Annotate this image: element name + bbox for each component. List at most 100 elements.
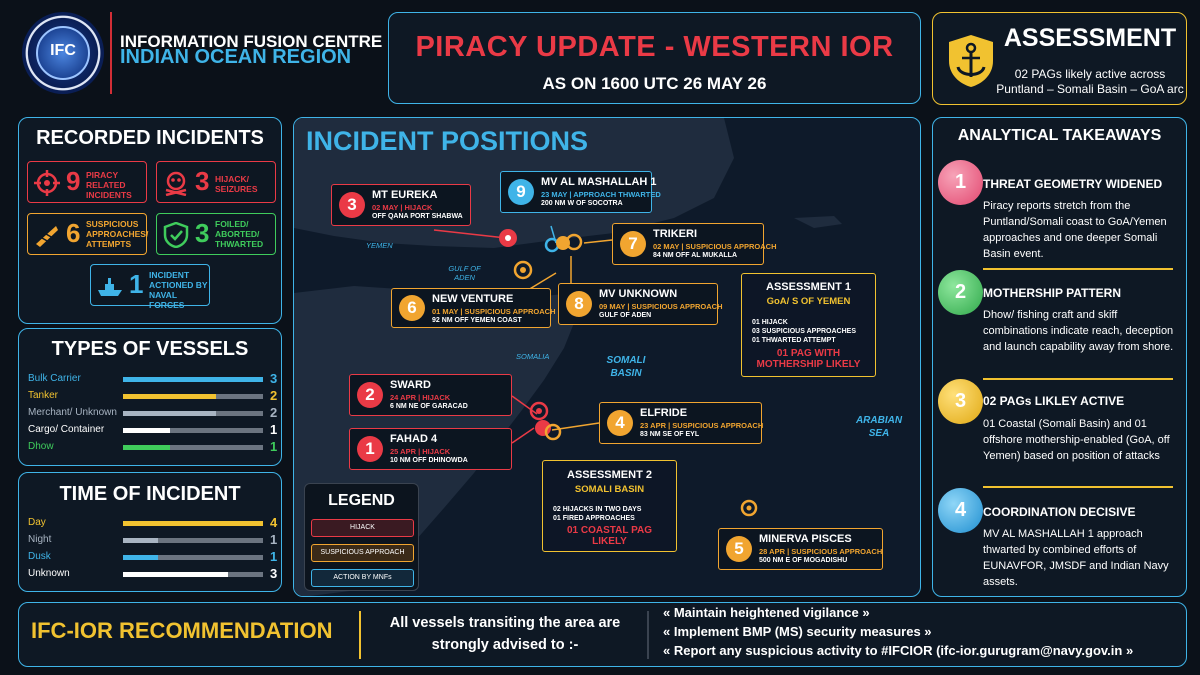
connector-line — [511, 395, 538, 415]
bar-fill — [123, 428, 170, 433]
bar-row: Unknown 3 — [28, 566, 280, 582]
recorded-incidents-panel: RECORDED INCIDENTS 9 PIRACY RELATED INCI… — [18, 117, 282, 324]
bar-value: 1 — [270, 532, 278, 547]
land-socotra — [794, 216, 842, 228]
incident-card-6: 6 NEW VENTURE 01 MAY | SUSPICIOUS APPROA… — [391, 288, 556, 328]
recommendation-item: « Maintain heightened vigilance » — [663, 605, 870, 620]
bar-track — [123, 555, 263, 560]
stat-label: FOILED/ ABORTED/ THWARTED — [215, 219, 264, 249]
stat-label: SUSPICIOUS APPROACHES/ ATTEMPTS — [86, 219, 149, 249]
incident-location: 6 NM NE OF GARACAD — [390, 403, 468, 410]
incident-marker-9 — [544, 237, 560, 253]
bar-track — [123, 572, 263, 577]
takeaway-divider — [983, 486, 1173, 488]
map-label-somali-basin: SOMALI BASIN — [606, 355, 646, 379]
ifc-logo: IFC — [22, 12, 104, 94]
incident-vessel-name: SWARD — [390, 379, 431, 391]
map-label-gulf-of-aden: GULF OF ADEN — [448, 264, 481, 282]
incident-card-9: 9 MV AL MASHALLAH 1 23 MAY | APPROACH TH… — [500, 171, 661, 213]
takeaway-divider — [983, 268, 1173, 270]
takeaway-text: Piracy reports stretch from the Puntland… — [983, 200, 1167, 260]
recommendation-intro: All vessels transiting the area are stro… — [389, 615, 621, 653]
incident-vessel-name: NEW VENTURE — [432, 293, 514, 305]
incident-number: 6 — [399, 295, 425, 321]
stat-naval-action: 1 INCIDENT ACTIONED BY NAVAL FORCES — [90, 264, 210, 310]
bar-row: Bulk Carrier 3 — [28, 371, 280, 387]
bar-label: Dusk — [28, 551, 51, 562]
incident-location: OFF QANA PORT SHABWA — [372, 213, 463, 220]
incident-number: 8 — [566, 291, 592, 317]
bar-track — [123, 538, 263, 543]
map-label-somalia: SOMALIA — [516, 352, 550, 361]
assessment-1-line: 03 SUSPICIOUS APPROACHES — [752, 328, 856, 335]
takeaway-heading: COORDINATION DECISIVE — [983, 505, 1136, 519]
assessment-2-title: ASSESSMENT 2 — [567, 469, 652, 481]
map-label-yemen: YEMEN — [366, 241, 393, 250]
incident-number: 5 — [726, 536, 752, 562]
bar-value: 3 — [270, 566, 278, 581]
assessment-1-line: 01 HIJACK — [752, 319, 788, 326]
takeaway-number: 3 — [938, 379, 983, 424]
incident-number: 1 — [357, 436, 383, 462]
map-title: INCIDENT POSITIONS — [306, 126, 589, 156]
incident-date: 02 MAY | HIJACK — [372, 203, 433, 212]
recommendation-item: « Implement BMP (MS) security measures » — [663, 624, 932, 639]
takeaway-number: 2 — [938, 270, 983, 315]
assessment-title: ASSESSMENT — [1003, 24, 1177, 52]
bar-value: 3 — [270, 371, 278, 386]
incident-number: 7 — [620, 231, 646, 257]
connector-line — [583, 239, 613, 244]
assessment-1-box: ASSESSMENT 1 GoA/ S OF YEMEN 01 HIJACK 0… — [741, 273, 876, 377]
assessment-1-result: 01 PAG WITH MOTHERSHIP LIKELY — [756, 348, 861, 370]
incident-location: 200 NM W OF SOCOTRA — [541, 200, 623, 207]
legend-item-hijack: HIJACK — [311, 519, 414, 537]
incident-vessel-name: MV AL MASHALLAH 1 — [541, 176, 657, 188]
bar-label: Unknown — [28, 568, 70, 579]
incident-date: 23 MAY | APPROACH THWARTED — [541, 190, 661, 199]
pirate-icon — [165, 171, 187, 196]
bar-fill — [123, 445, 170, 450]
connector-line — [433, 229, 507, 239]
incident-vessel-name: MT EUREKA — [372, 189, 438, 201]
incident-date: 25 APR | HIJACK — [390, 447, 451, 456]
incident-date: 24 APR | HIJACK — [390, 393, 451, 402]
bar-fill — [123, 555, 158, 560]
incident-card-7: 7 TRIKERI 02 MAY | SUSPICIOUS APPROACH 8… — [612, 223, 777, 265]
crosshair-icon — [34, 170, 60, 196]
assessment-text: 02 PAGs likely active across Puntland – … — [996, 67, 1184, 96]
takeaway-text: 01 Coastal (Somali Basin) and 01 offshor… — [983, 418, 1170, 462]
stat-value: 1 — [129, 269, 144, 299]
incident-vessel-name: TRIKERI — [653, 228, 697, 240]
map-label-arabian-sea: ARABIAN SEA — [855, 415, 903, 439]
stat-foiled-attempts: 3 FOILED/ ABORTED/ THWARTED — [156, 213, 276, 255]
recommendation-divider — [647, 611, 649, 659]
vessel-types-title: TYPES OF VESSELS — [51, 338, 249, 360]
incident-map: INCIDENT POSITIONS YEMEN GULF OF ADEN SO… — [293, 117, 921, 597]
bar-track — [123, 445, 263, 450]
incident-date: 09 MAY | SUSPICIOUS APPROACH — [599, 302, 723, 311]
bar-value: 2 — [270, 405, 278, 420]
bar-track — [123, 521, 263, 526]
incident-card-8: 8 MV UNKNOWN 09 MAY | SUSPICIOUS APPROAC… — [558, 283, 723, 325]
time-of-incident-title: TIME OF INCIDENT — [59, 483, 241, 505]
stat-hijacks: 3 HIJACK/ SEIZURES — [156, 161, 276, 203]
incident-vessel-name: MINERVA PISCES — [759, 533, 852, 545]
stat-label: INCIDENT ACTIONED BY NAVAL FORCES — [149, 270, 208, 310]
assessment-2-box: ASSESSMENT 2 SOMALI BASIN 02 HIJACKS IN … — [542, 460, 677, 552]
recommendation-item: « Report any suspicious activity to #IFC… — [663, 643, 1134, 658]
incident-location: 10 NM OFF DHINOWDA — [390, 457, 468, 464]
title-panel: PIRACY UPDATE - WESTERN IOR AS ON 1600 U… — [388, 12, 921, 104]
incident-card-3: 3 MT EUREKA 02 MAY | HIJACK OFF QANA POR… — [331, 184, 471, 226]
stat-value: 9 — [66, 166, 81, 196]
incident-marker-6 — [513, 260, 533, 280]
bar-label: Bulk Carrier — [28, 373, 81, 384]
assessment-1-title: ASSESSMENT 1 — [766, 281, 851, 293]
assessment-1-line: 01 THWARTED ATTEMPT — [752, 337, 836, 344]
incident-marker-4 — [544, 423, 562, 441]
